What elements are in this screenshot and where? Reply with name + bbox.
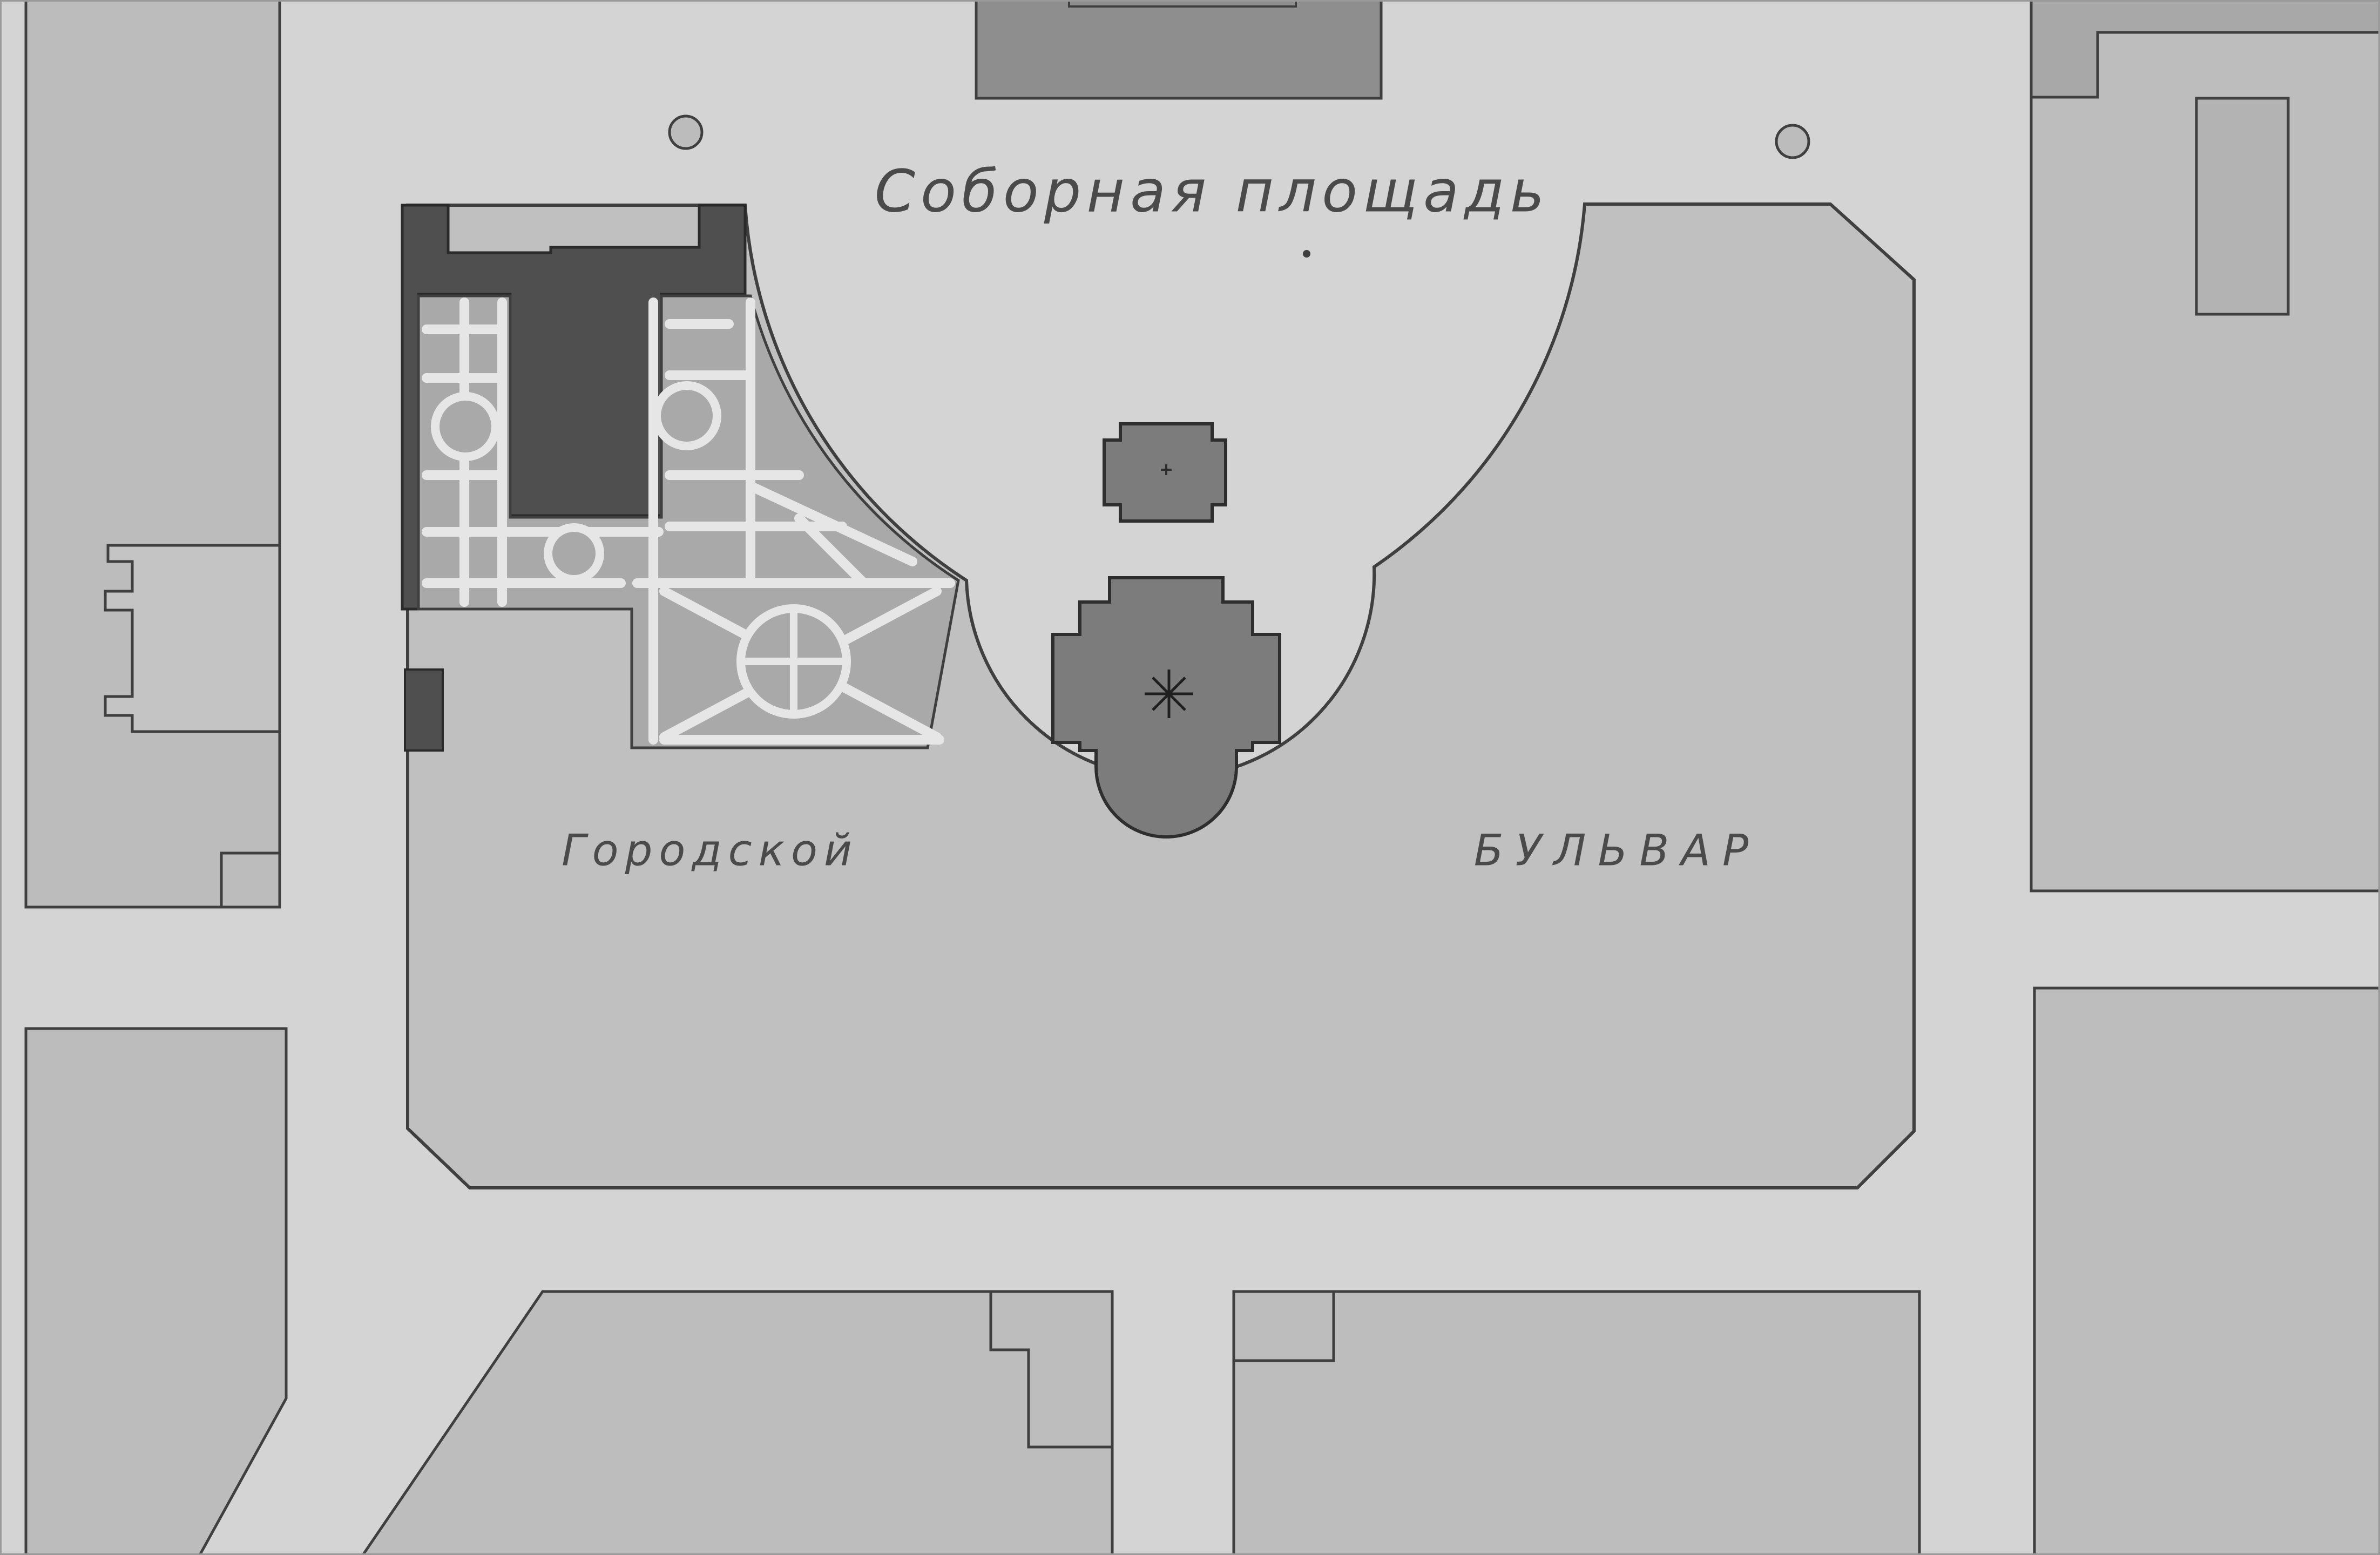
building-right-inner [2195, 97, 2290, 316]
garden-round-cross [741, 609, 847, 714]
bell-tower [1103, 422, 1227, 523]
cathedral-square-label: Соборная площадь [874, 158, 1550, 226]
monument-circle-left [668, 114, 704, 150]
garden-paths [422, 298, 955, 745]
garden-building-annex [404, 668, 444, 752]
building-left-corner [220, 851, 280, 907]
block-bottom-left [361, 1290, 1114, 1555]
city-boulevard-label-left: Городской [562, 825, 858, 876]
building-left-stepped [104, 544, 281, 733]
block-left-bottom [24, 1027, 288, 1555]
block-left-top [24, 0, 281, 909]
cathedral [1051, 576, 1281, 839]
monument-circle-right [1775, 124, 1810, 159]
building-bottom-left-stepped [989, 1292, 1112, 1449]
block-bottom-right [1232, 1290, 1921, 1555]
building-right-top-stepped [2030, 0, 2380, 99]
garden-round-beds [431, 381, 851, 719]
city-boulevard-label-right: БУЛЬВАР [1473, 825, 1761, 876]
block-right-bottom [2033, 986, 2380, 1555]
top-building-notch [1068, 0, 1297, 8]
bell-tower-mark [1161, 464, 1172, 475]
building-bottom-right-corner [1234, 1292, 1335, 1362]
top-building [975, 0, 1383, 100]
cathedral-center-mark [1145, 670, 1193, 718]
survey-dot [1303, 250, 1310, 258]
